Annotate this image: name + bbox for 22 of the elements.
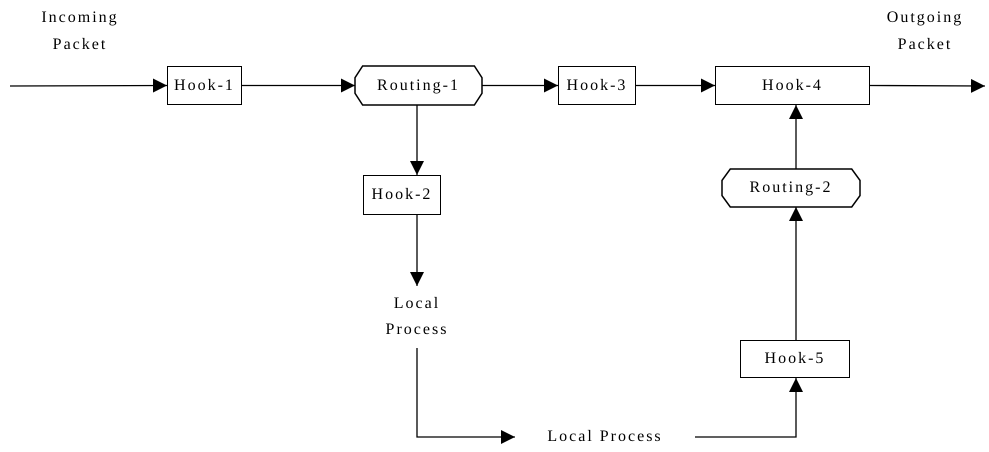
arrow	[482, 78, 558, 92]
arrow	[870, 78, 985, 93]
arrow	[695, 378, 803, 438]
hook-box: Hook-1	[167, 66, 242, 105]
hook-box: Hook-3	[558, 66, 636, 105]
arrow	[636, 78, 715, 92]
arrow	[410, 215, 424, 286]
hook-box: Hook-5	[740, 340, 850, 378]
hook-box: Hook-2	[363, 175, 441, 215]
arrow	[789, 207, 803, 340]
arrow	[416, 348, 515, 444]
routing-octagon: Routing-1	[355, 66, 482, 105]
flow-label: Outgoing Packet	[886, 8, 964, 56]
arrow	[10, 78, 167, 93]
process-label: Local Process	[515, 424, 695, 450]
arrow	[789, 105, 803, 169]
arrow	[242, 78, 355, 92]
routing-octagon: Routing-2	[722, 169, 860, 207]
hook-box: Hook-4	[715, 66, 870, 105]
process-label: Local Process	[362, 286, 472, 348]
arrow	[410, 105, 424, 175]
flow-label: Incoming Packet	[40, 8, 120, 56]
